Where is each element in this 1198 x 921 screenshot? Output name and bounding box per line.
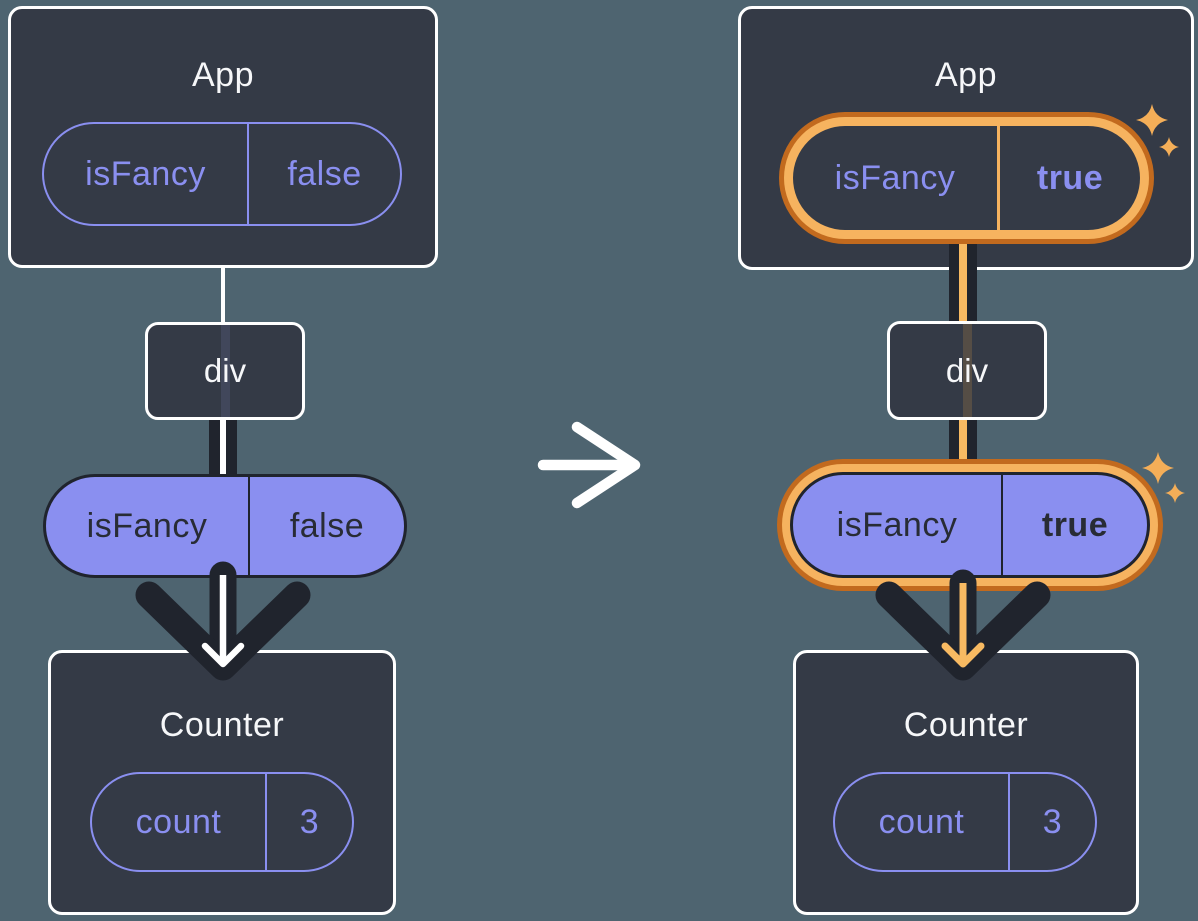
state-value: 3 (299, 802, 320, 841)
sparkle-icon (1136, 104, 1179, 157)
app-state-pill-before: isFancy false (42, 122, 402, 226)
prop-pill-before: isFancy false (43, 474, 407, 578)
state-value: 3 (1042, 802, 1063, 841)
state-name: isFancy (793, 126, 1000, 230)
app-title: App (192, 56, 254, 94)
state-value: false (287, 154, 362, 193)
counter-state-pill-after: count 3 (833, 772, 1097, 872)
div-node-before: div (145, 322, 305, 420)
counter-title: Counter (903, 706, 1029, 744)
prop-flow-shaft-core-before (220, 420, 226, 478)
app-state-pill-after: isFancy true (793, 126, 1140, 230)
prop-flow-shaft-core-after (959, 234, 967, 322)
prop-flow-shaft2-core-after (959, 420, 967, 474)
sparkle-icon (1142, 452, 1185, 503)
prop-name: isFancy (46, 477, 250, 575)
pass-through-line (962, 324, 972, 417)
counter-title: Counter (159, 706, 285, 744)
pass-through-line (220, 325, 230, 417)
prop-value: true (1041, 505, 1109, 544)
arrow-down-icon (875, 569, 1051, 681)
connector-app-div-before (221, 266, 225, 324)
div-node-after: div (887, 321, 1047, 420)
state-name: count (835, 774, 1010, 870)
state-name: count (92, 774, 267, 870)
state-name: isFancy (44, 124, 249, 224)
arrow-right-icon (537, 421, 641, 509)
prop-pill-after: isFancy true (790, 472, 1150, 578)
counter-state-pill-before: count 3 (90, 772, 354, 872)
div-label: div (945, 351, 989, 389)
app-title: App (935, 56, 997, 94)
arrow-down-icon (135, 561, 311, 681)
state-value: true (1036, 158, 1104, 197)
prop-name: isFancy (793, 475, 1003, 575)
div-label: div (203, 352, 247, 389)
prop-value: false (289, 506, 365, 545)
